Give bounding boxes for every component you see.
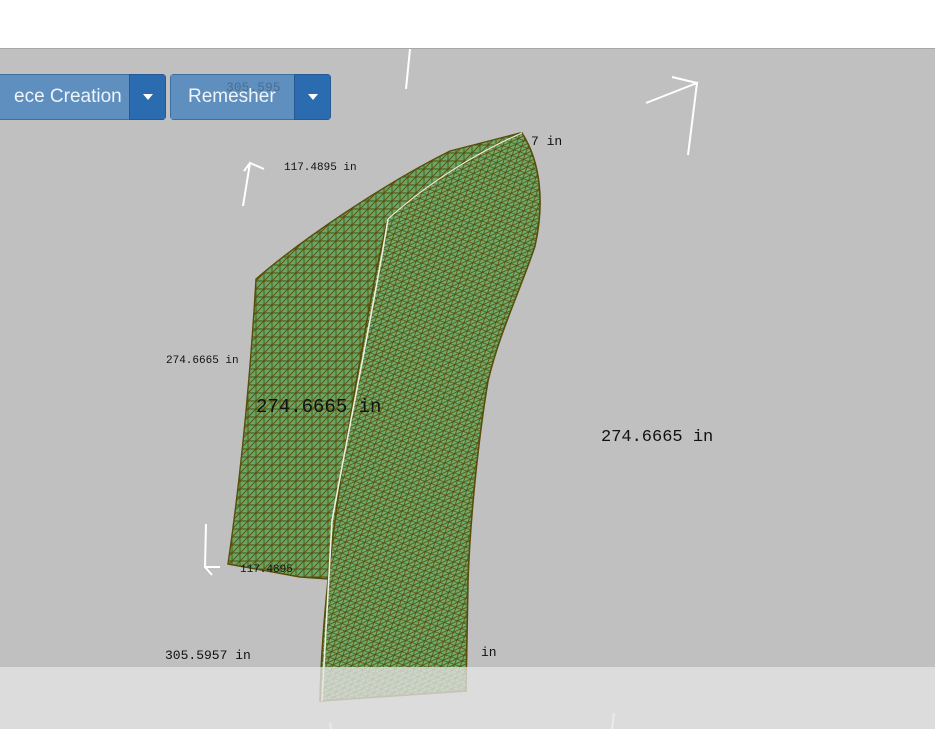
- dimension-label: 274.6665 in: [256, 396, 382, 418]
- 3d-viewport[interactable]: [0, 48, 935, 729]
- dimension-label: 117.4895 in: [284, 162, 357, 174]
- mesh-seam: [321, 218, 389, 702]
- dimension-label: 117.4895: [240, 564, 293, 576]
- mesh-seam-top: [387, 132, 523, 220]
- dimension-label: 274.6665 in: [601, 428, 714, 447]
- bottom-panel: [0, 667, 935, 729]
- remesher-dropdown[interactable]: Remesher: [170, 74, 331, 120]
- piece-creation-caret[interactable]: [129, 74, 166, 120]
- axis-gizmo-icon: [203, 49, 699, 729]
- mesh-canvas[interactable]: [0, 48, 935, 729]
- dropdown-caret-icon: [307, 94, 318, 100]
- mesh-main-body: [319, 131, 541, 702]
- dimension-label: 305.5957 in: [165, 648, 251, 663]
- dimension-label: 305.595: [226, 80, 281, 95]
- dimension-label: 7 in: [531, 134, 563, 149]
- dimension-label: 274.6665 in: [166, 355, 239, 367]
- piece-creation-dropdown[interactable]: ece Creation: [0, 74, 166, 120]
- dimension-label: in: [481, 645, 497, 660]
- dropdown-caret-icon: [142, 94, 153, 100]
- top-bar: [0, 0, 935, 48]
- remesher-caret[interactable]: [294, 74, 331, 120]
- remesher-button[interactable]: Remesher: [170, 74, 294, 120]
- piece-creation-button[interactable]: ece Creation: [0, 74, 129, 120]
